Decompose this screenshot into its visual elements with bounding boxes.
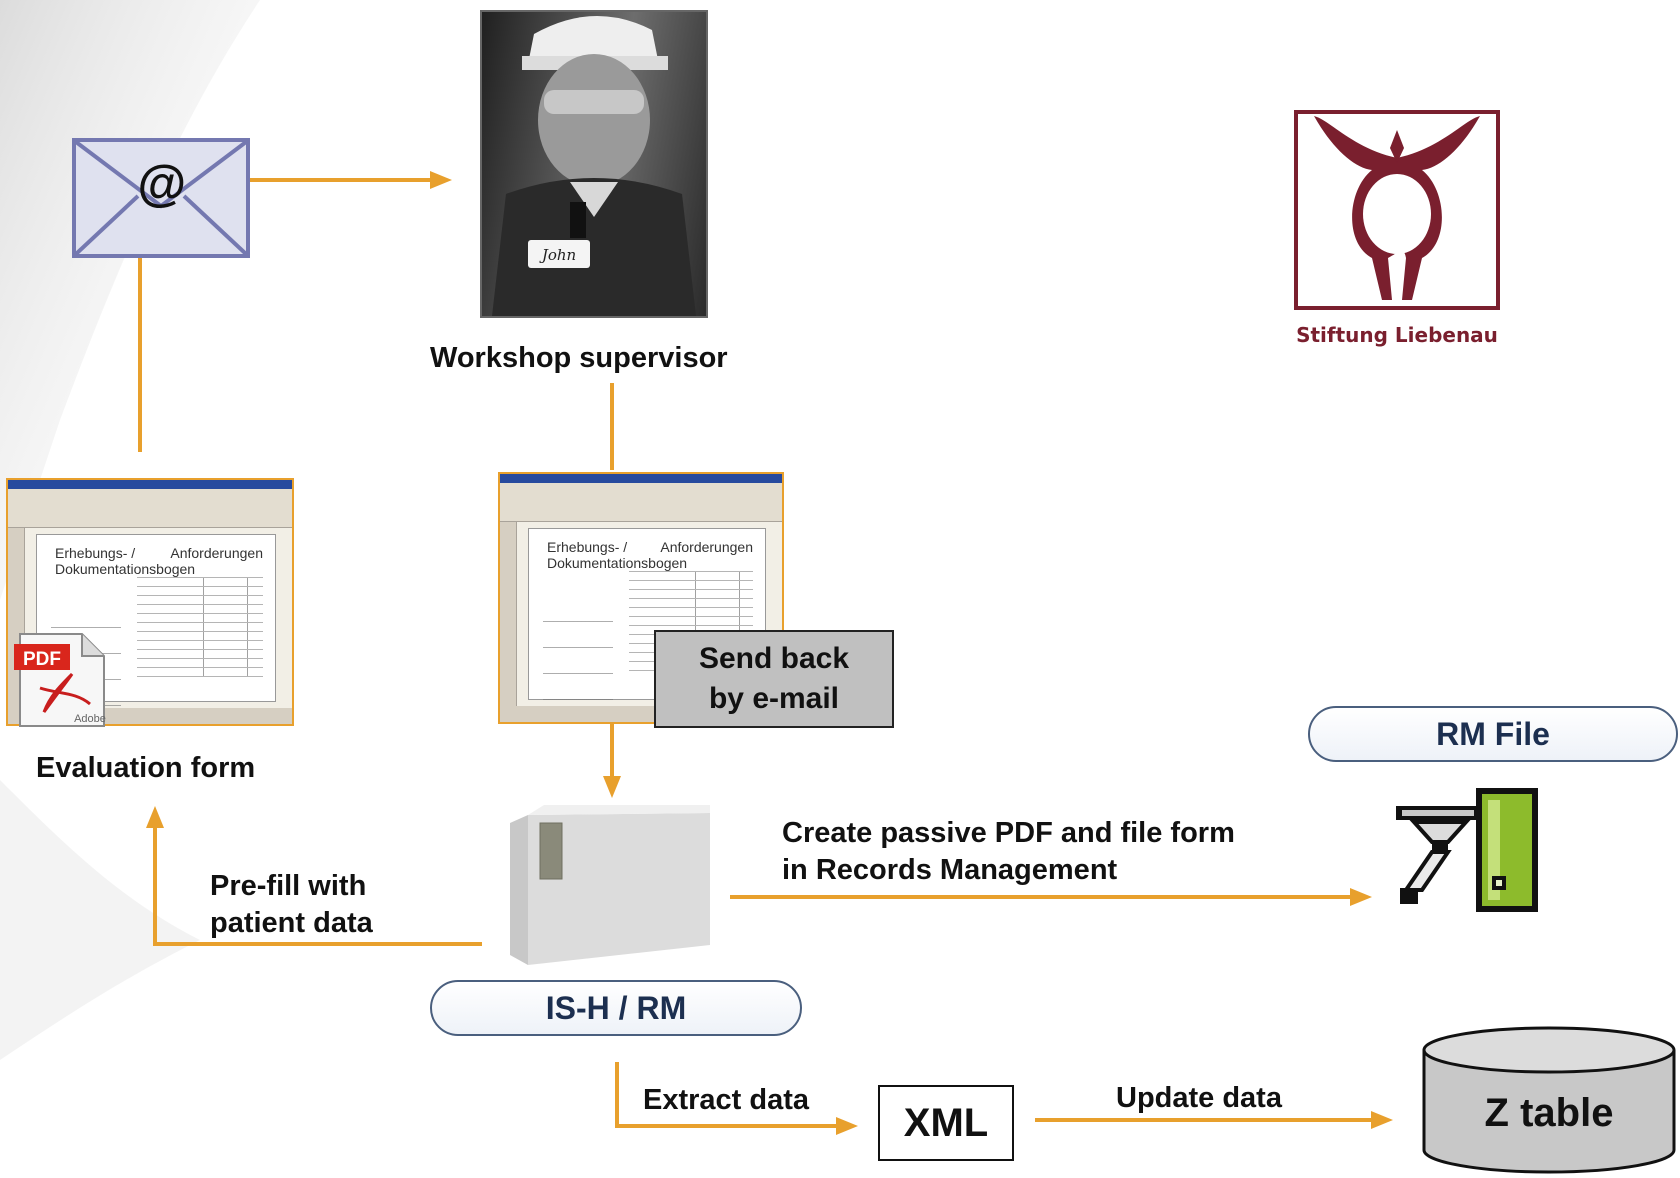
xml-box: XML bbox=[878, 1085, 1014, 1161]
email-envelope-icon: @ bbox=[72, 138, 250, 258]
name-tag-text: John bbox=[539, 246, 576, 264]
send-back-text: Send back by e-mail bbox=[698, 642, 850, 715]
prefill-label: Pre-fill with patient data bbox=[210, 870, 373, 939]
extract-data-label: Extract data bbox=[643, 1084, 810, 1116]
form-right-title: Anforderungen bbox=[170, 545, 263, 561]
form-fields bbox=[543, 601, 613, 711]
send-back-box: Send back by e-mail bbox=[654, 630, 894, 728]
create-pdf-label: Create passive PDF and file form in Reco… bbox=[782, 817, 1235, 886]
at-symbol: @ bbox=[137, 156, 186, 212]
form-right-title: Anforderungen bbox=[660, 539, 753, 555]
pdf-badge-text: PDF bbox=[23, 649, 61, 670]
logo-text: Stiftung Liebenau bbox=[1296, 323, 1498, 347]
rm-file-text: RM File bbox=[1436, 715, 1550, 752]
stiftung-liebenau-logo: Stiftung Liebenau bbox=[1294, 110, 1500, 347]
ish-rm-pill: IS-H / RM bbox=[430, 980, 802, 1036]
pdf-file-icon: PDF Adobe bbox=[14, 633, 106, 727]
form-table bbox=[137, 577, 263, 677]
pdf-maker-text: Adobe bbox=[74, 713, 106, 725]
rm-file-icon bbox=[1396, 788, 1538, 912]
ish-rm-text: IS-H / RM bbox=[545, 989, 687, 1026]
window-toolbar bbox=[8, 489, 292, 528]
supervisor-figure: John bbox=[492, 15, 696, 316]
window-titlebar bbox=[500, 474, 782, 483]
window-titlebar bbox=[8, 480, 292, 489]
z-table-text: Z table bbox=[1485, 1091, 1614, 1135]
update-data-label: Update data bbox=[1116, 1082, 1282, 1114]
rm-file-pill: RM File bbox=[1308, 706, 1678, 762]
form-title: Erhebungs- / Dokumentationsbogen bbox=[547, 539, 688, 571]
evaluation-form-label: Evaluation form bbox=[36, 752, 256, 784]
name-tag: John bbox=[528, 240, 590, 268]
window-toolbar bbox=[500, 483, 782, 522]
workshop-supervisor-label: Workshop supervisor bbox=[430, 342, 728, 374]
form-title: Erhebungs- / Dokumentationsbogen bbox=[55, 545, 196, 577]
window-sidebar bbox=[500, 522, 517, 706]
xml-text: XML bbox=[903, 1100, 989, 1145]
supervisor-photo: John bbox=[480, 10, 708, 318]
z-table-cylinder: Z table bbox=[1422, 1026, 1676, 1174]
server-cube-icon bbox=[510, 805, 710, 965]
